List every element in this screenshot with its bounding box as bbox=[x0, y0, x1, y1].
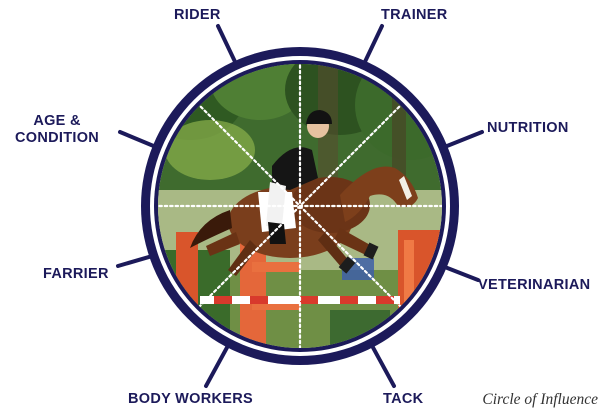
spoke-body-workers bbox=[206, 342, 230, 386]
label-age-condition-line1: AGE & bbox=[15, 113, 99, 130]
spoke-tack bbox=[370, 342, 394, 386]
label-body-workers: BODY WORKERS bbox=[128, 391, 253, 408]
label-age-condition-line2: CONDITION bbox=[15, 130, 99, 147]
label-farrier: FARRIER bbox=[43, 266, 109, 283]
label-nutrition: NUTRITION bbox=[487, 120, 569, 137]
label-rider: RIDER bbox=[174, 7, 221, 24]
label-veterinarian: VETERINARIAN bbox=[478, 277, 590, 294]
label-age-condition: AGE & CONDITION bbox=[15, 113, 99, 147]
label-tack: TACK bbox=[383, 391, 423, 408]
caption: Circle of Influence bbox=[482, 391, 598, 409]
label-trainer: TRAINER bbox=[381, 7, 448, 24]
